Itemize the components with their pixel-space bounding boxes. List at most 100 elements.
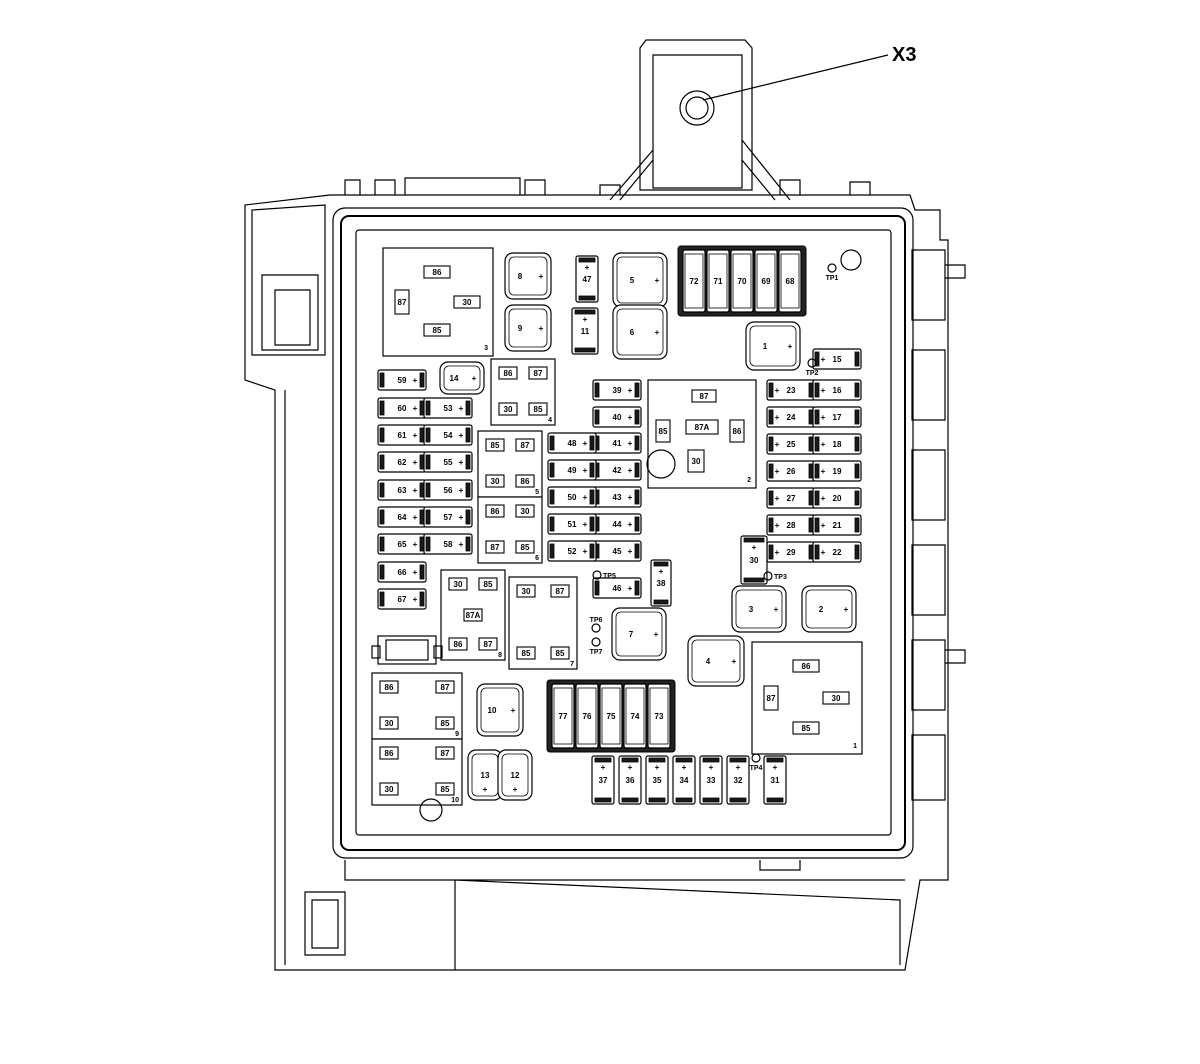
fuse-35[interactable]: 35+: [645, 755, 669, 805]
fuse-57[interactable]: 57+: [423, 506, 473, 528]
fuse-45[interactable]: 45+: [592, 540, 642, 562]
test-point-tp3[interactable]: TP3: [763, 571, 787, 581]
fuse-21[interactable]: 21+: [812, 514, 862, 536]
fuse-52[interactable]: 52+: [547, 540, 597, 562]
fuse-27[interactable]: 27+: [766, 487, 816, 509]
relay-12[interactable]: 12+: [497, 749, 533, 801]
fuse-43[interactable]: 43+: [592, 486, 642, 508]
fuse-11[interactable]: 11+: [571, 307, 599, 355]
relay-7[interactable]: 7+: [611, 607, 667, 661]
fuse-67[interactable]: 67+: [377, 588, 427, 610]
relay-14[interactable]: 14+: [439, 361, 485, 395]
fuse-30[interactable]: 30+: [740, 535, 768, 585]
fuse-32[interactable]: 32+: [726, 755, 750, 805]
fuse-44[interactable]: 44+: [592, 513, 642, 535]
fuse-46[interactable]: 46+: [592, 577, 642, 599]
relay-4[interactable]: 4+: [687, 635, 745, 687]
fuse-36[interactable]: 36+: [618, 755, 642, 805]
relay-label: 6: [630, 328, 635, 337]
fuse-71[interactable]: 71: [706, 249, 730, 313]
fuse-73[interactable]: 73: [647, 683, 671, 749]
fuse-23[interactable]: 23+: [766, 379, 816, 401]
fuse-76[interactable]: 76: [575, 683, 599, 749]
relay-8[interactable]: 8+: [504, 252, 552, 300]
fuse-37[interactable]: 37+: [591, 755, 615, 805]
pin-label: 30: [832, 694, 841, 703]
relay-label: 4: [706, 657, 711, 666]
fuse-55[interactable]: 55+: [423, 451, 473, 473]
fuse-31[interactable]: 31+: [763, 755, 787, 805]
fuse-54[interactable]: 54+: [423, 424, 473, 446]
fuse-77[interactable]: 77: [551, 683, 575, 749]
fuse-53[interactable]: 53+: [423, 397, 473, 419]
test-point-tp1[interactable]: TP1: [826, 263, 839, 282]
fuse-20[interactable]: 20+: [812, 487, 862, 509]
fuse-65[interactable]: 65+: [377, 533, 427, 555]
fuse-38[interactable]: 38+: [650, 559, 672, 607]
fuse-68[interactable]: 68: [778, 249, 802, 313]
relay-6[interactable]: 6+: [612, 304, 668, 360]
relay-13[interactable]: 13+: [467, 749, 503, 801]
test-point-tp7[interactable]: TP7: [590, 637, 603, 656]
relay-3[interactable]: 3+: [731, 585, 787, 633]
fuse-50[interactable]: 50+: [547, 486, 597, 508]
fuse-69[interactable]: 69: [754, 249, 778, 313]
fuse-60[interactable]: 60+: [377, 397, 427, 419]
fuse-15[interactable]: 15+: [812, 348, 862, 370]
fuse-62[interactable]: 62+: [377, 451, 427, 473]
fuse-39[interactable]: 39+: [592, 379, 642, 401]
polarity-mark: +: [413, 431, 418, 440]
relay-2[interactable]: 2+: [801, 585, 857, 633]
fuse-29[interactable]: 29+: [766, 541, 816, 563]
fuse-61[interactable]: 61+: [377, 424, 427, 446]
fuse-48[interactable]: 48+: [547, 432, 597, 454]
pin-label: 30: [692, 457, 701, 466]
fuse-40[interactable]: 40+: [592, 406, 642, 428]
fuse-16[interactable]: 16+: [812, 379, 862, 401]
fuse-51[interactable]: 51+: [547, 513, 597, 535]
relay-label: 12: [511, 771, 520, 780]
fuse-70[interactable]: 70: [730, 249, 754, 313]
fuse-41[interactable]: 41+: [592, 432, 642, 454]
fuse-59[interactable]: 59+: [377, 369, 427, 391]
fuse-28[interactable]: 28+: [766, 514, 816, 536]
fuse-58[interactable]: 58+: [423, 533, 473, 555]
relay-10[interactable]: 10+: [476, 683, 524, 737]
fuse-33[interactable]: 33+: [699, 755, 723, 805]
fuse-63[interactable]: 63+: [377, 479, 427, 501]
fuse-17[interactable]: 17+: [812, 406, 862, 428]
fuse-56[interactable]: 56+: [423, 479, 473, 501]
fuse-74[interactable]: 74: [623, 683, 647, 749]
fuse-19[interactable]: 19+: [812, 460, 862, 482]
fuse-75[interactable]: 75: [599, 683, 623, 749]
fuse-18[interactable]: 18+: [812, 433, 862, 455]
test-point-tp4[interactable]: TP4: [750, 753, 763, 772]
fuse-42[interactable]: 42+: [592, 459, 642, 481]
fuse-34[interactable]: 34+: [672, 755, 696, 805]
fuse-66[interactable]: 66+: [377, 561, 427, 583]
relay-9[interactable]: 9+: [504, 304, 552, 352]
test-point-tp6[interactable]: TP6: [590, 617, 603, 633]
relay-5[interactable]: 5+: [612, 252, 668, 308]
fuse-24[interactable]: 24+: [766, 406, 816, 428]
fuse-72[interactable]: 72: [682, 249, 706, 313]
fuse-49[interactable]: 49+: [547, 459, 597, 481]
fuse-26[interactable]: 26+: [766, 460, 816, 482]
relay-1[interactable]: 1+: [745, 321, 801, 371]
fuse-22[interactable]: 22+: [812, 541, 862, 563]
fuse-64[interactable]: 64+: [377, 506, 427, 528]
fuse-25[interactable]: 25+: [766, 433, 816, 455]
test-point-tp5[interactable]: TP5: [592, 570, 616, 580]
test-point-tp2[interactable]: TP2: [806, 358, 819, 377]
fuse-47[interactable]: 47+: [575, 255, 599, 303]
